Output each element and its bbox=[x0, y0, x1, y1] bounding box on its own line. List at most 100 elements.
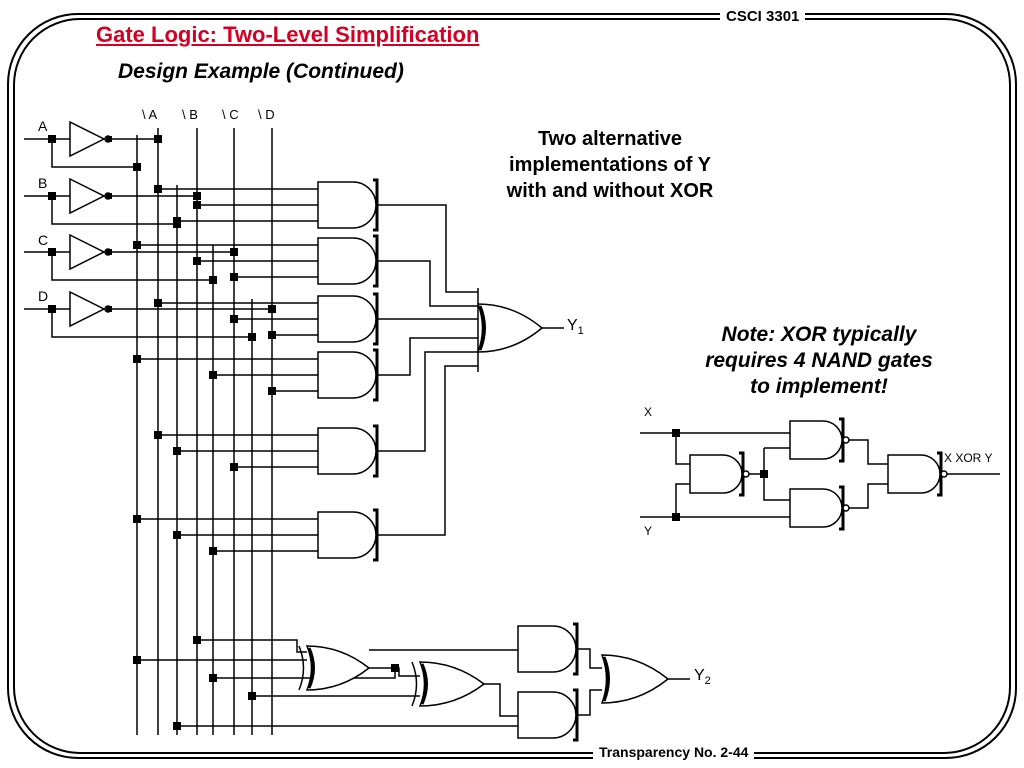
inversion-bubble bbox=[940, 470, 948, 478]
bus-label-not-b: \ B bbox=[182, 107, 198, 122]
junction-dot bbox=[268, 387, 276, 395]
wire bbox=[846, 439, 888, 465]
page-title: Gate Logic: Two-Level Simplification bbox=[96, 22, 480, 47]
xor-gate-arc bbox=[411, 661, 418, 707]
output-label-y1: Y1 bbox=[567, 317, 584, 337]
bus-label-not-c: \ C bbox=[222, 107, 239, 122]
gate-pin-edge bbox=[373, 424, 379, 478]
junction-dot bbox=[391, 664, 399, 672]
and-gate bbox=[317, 181, 377, 229]
caption-line: implementations of Y bbox=[509, 154, 711, 176]
inverter-pin bbox=[106, 136, 112, 142]
note-line: Note: XOR typically bbox=[721, 323, 917, 346]
gate-pin-edge bbox=[573, 688, 579, 742]
wire bbox=[576, 689, 602, 716]
xor-gate-arc bbox=[298, 645, 305, 691]
wire bbox=[846, 483, 888, 509]
caption-text: Two alternative implementations of Y wit… bbox=[470, 126, 750, 204]
note-line: requires 4 NAND gates bbox=[705, 349, 933, 372]
wires bbox=[24, 128, 1000, 735]
junction-dot bbox=[154, 135, 162, 143]
junction-dot bbox=[154, 431, 162, 439]
junction-dot bbox=[209, 371, 217, 379]
wire bbox=[51, 139, 137, 168]
gate-pin-edge bbox=[307, 647, 315, 689]
junction-dot bbox=[248, 333, 256, 341]
junction-dot bbox=[230, 248, 238, 256]
caption-line: with and without XOR bbox=[506, 180, 714, 202]
gate-pin-edge bbox=[602, 656, 610, 702]
or-gate bbox=[600, 654, 670, 704]
wire bbox=[51, 309, 252, 338]
and-gate bbox=[317, 237, 377, 285]
gates bbox=[69, 120, 948, 742]
junctions bbox=[48, 135, 768, 730]
junction-dot bbox=[193, 192, 201, 200]
and-gate bbox=[317, 427, 377, 475]
junction-dot bbox=[230, 315, 238, 323]
junction-dot bbox=[173, 531, 181, 539]
xor-note: Note: XOR typically requires 4 NAND gate… bbox=[660, 322, 978, 400]
wire bbox=[376, 204, 478, 293]
junction-dot bbox=[209, 547, 217, 555]
xor-gate bbox=[305, 645, 371, 691]
course-label: CSCI 3301 bbox=[720, 8, 806, 25]
junction-dot bbox=[133, 355, 141, 363]
junction-dot bbox=[248, 692, 256, 700]
junction-dot bbox=[48, 192, 56, 200]
wire bbox=[51, 252, 213, 281]
input-label-c: C bbox=[38, 232, 48, 248]
junction-dot bbox=[173, 722, 181, 730]
inverter-pin bbox=[106, 249, 112, 255]
junction-dot bbox=[672, 429, 680, 437]
wire bbox=[376, 365, 478, 536]
input-label-d: D bbox=[38, 288, 48, 304]
xor-input-y-label: Y bbox=[644, 524, 652, 538]
gate-pin-edge bbox=[573, 622, 579, 676]
and-gate bbox=[517, 691, 577, 739]
wire bbox=[576, 648, 602, 669]
gate-pin-edge bbox=[373, 234, 379, 288]
wire bbox=[376, 260, 478, 307]
gate-pin-edge bbox=[478, 305, 486, 351]
junction-dot bbox=[268, 305, 276, 313]
gate-pin-edge bbox=[373, 178, 379, 232]
and-gate bbox=[317, 511, 377, 559]
gate-pin-edge bbox=[373, 292, 379, 346]
inverter-gate bbox=[69, 177, 106, 215]
and-gate bbox=[517, 625, 577, 673]
nand-gate bbox=[789, 420, 843, 460]
inverter-pin bbox=[106, 306, 112, 312]
note-line: to implement! bbox=[750, 375, 888, 398]
nand-gate bbox=[887, 454, 941, 494]
junction-dot bbox=[173, 447, 181, 455]
and-gate bbox=[317, 295, 377, 343]
junction-dot bbox=[760, 470, 768, 478]
junction-dot bbox=[230, 463, 238, 471]
junction-dot bbox=[193, 636, 201, 644]
inverter-gate bbox=[69, 120, 106, 158]
junction-dot bbox=[154, 299, 162, 307]
xor-output-label: X XOR Y bbox=[944, 451, 992, 465]
junction-dot bbox=[230, 273, 238, 281]
wire bbox=[376, 337, 478, 376]
footer-label: Transparency No. 2-44 bbox=[593, 744, 755, 760]
inverter-pin bbox=[106, 193, 112, 199]
junction-dot bbox=[133, 163, 141, 171]
wire bbox=[484, 683, 518, 717]
inversion-bubble bbox=[842, 436, 850, 444]
inversion-bubble bbox=[842, 504, 850, 512]
junction-dot bbox=[209, 276, 217, 284]
junction-dot bbox=[209, 674, 217, 682]
bus-label-not-d: \ D bbox=[258, 107, 275, 122]
gate-pin-edge bbox=[373, 348, 379, 402]
junction-dot bbox=[133, 656, 141, 664]
wire bbox=[376, 351, 478, 452]
input-label-b: B bbox=[38, 175, 47, 191]
junction-dot bbox=[173, 217, 181, 225]
xor-input-x-label: X bbox=[644, 405, 652, 419]
junction-dot bbox=[48, 248, 56, 256]
junction-dot bbox=[268, 331, 276, 339]
